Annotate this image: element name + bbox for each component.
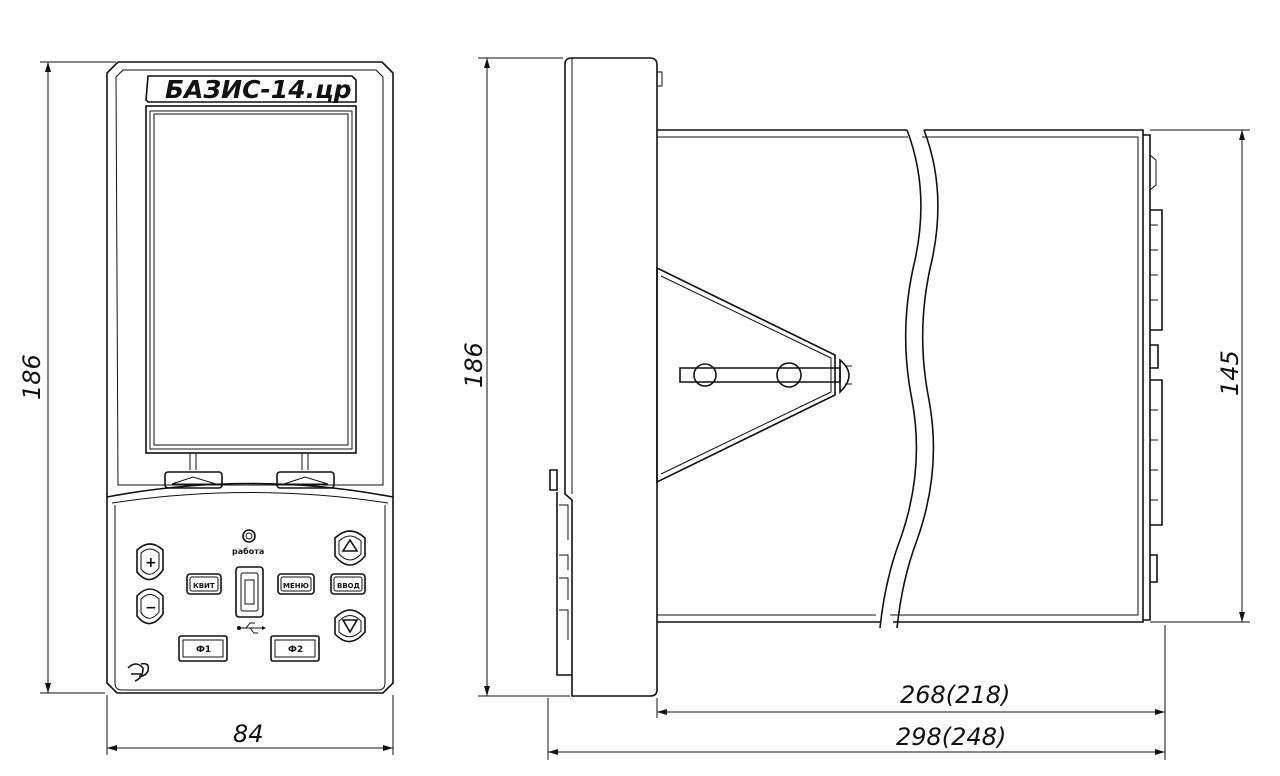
front-outer-case (106, 61, 394, 694)
break-line-left (879, 129, 922, 629)
side-body (657, 129, 1144, 623)
minus-icon: − (145, 600, 157, 616)
front-view: БАЗИС-14.цр работа (106, 61, 394, 694)
side-lower-step (549, 469, 572, 676)
kvit-button[interactable]: КВИТ (186, 573, 222, 595)
body-height-dimension: 145 (1216, 350, 1244, 396)
kvit-button-label: КВИТ (193, 582, 215, 590)
front-width-dimension: 84 (233, 720, 264, 748)
body-depth-dimension: 268(218) (900, 681, 1010, 709)
keypad-panel (114, 505, 386, 691)
mounting-bracket (656, 266, 852, 484)
side-view (549, 57, 1163, 697)
side-height-dimension: 186 (460, 342, 488, 388)
side-bezel (564, 57, 658, 697)
side-dimensions: 186 145 268(218) 298(248) (460, 57, 1250, 760)
rear-connectors (1143, 134, 1163, 621)
status-led (242, 529, 256, 543)
logo-text: БАЗИС-14.цр (165, 75, 352, 104)
plus-icon: + (145, 555, 157, 571)
display-screen (145, 105, 357, 454)
down-button[interactable] (334, 609, 366, 643)
down-arrow-icon (341, 619, 359, 634)
f1-button-label: Ф1 (196, 645, 211, 655)
f2-button[interactable]: Ф2 (270, 635, 320, 662)
up-arrow-icon (341, 538, 359, 552)
minus-button[interactable]: − (136, 588, 164, 625)
softkey-left[interactable] (164, 453, 223, 489)
menu-button-label: МЕНЮ (283, 582, 309, 590)
usb-icon (237, 622, 266, 634)
keypad-top-curve (106, 482, 394, 498)
up-button[interactable] (334, 530, 366, 566)
usb-port[interactable] (235, 566, 264, 618)
vvod-button[interactable]: ВВОД (330, 573, 366, 595)
front-height-dimension: 186 (18, 354, 46, 400)
total-depth-dimension: 298(248) (896, 723, 1006, 751)
plus-button[interactable]: + (136, 543, 164, 581)
front-bezel (115, 69, 384, 486)
status-led-label: работа (232, 546, 264, 556)
menu-button[interactable]: МЕНЮ (277, 573, 315, 595)
softkey-right[interactable] (276, 453, 335, 489)
break-line-right (896, 129, 939, 629)
vvod-button-label: ВВОД (337, 582, 360, 590)
f2-button-label: Ф2 (288, 645, 303, 655)
f1-button[interactable]: Ф1 (178, 635, 228, 662)
logo-plate: БАЗИС-14.цр (145, 75, 357, 104)
manufacturer-logo-icon (127, 662, 150, 682)
front-dimensions: 186 84 (18, 61, 394, 755)
